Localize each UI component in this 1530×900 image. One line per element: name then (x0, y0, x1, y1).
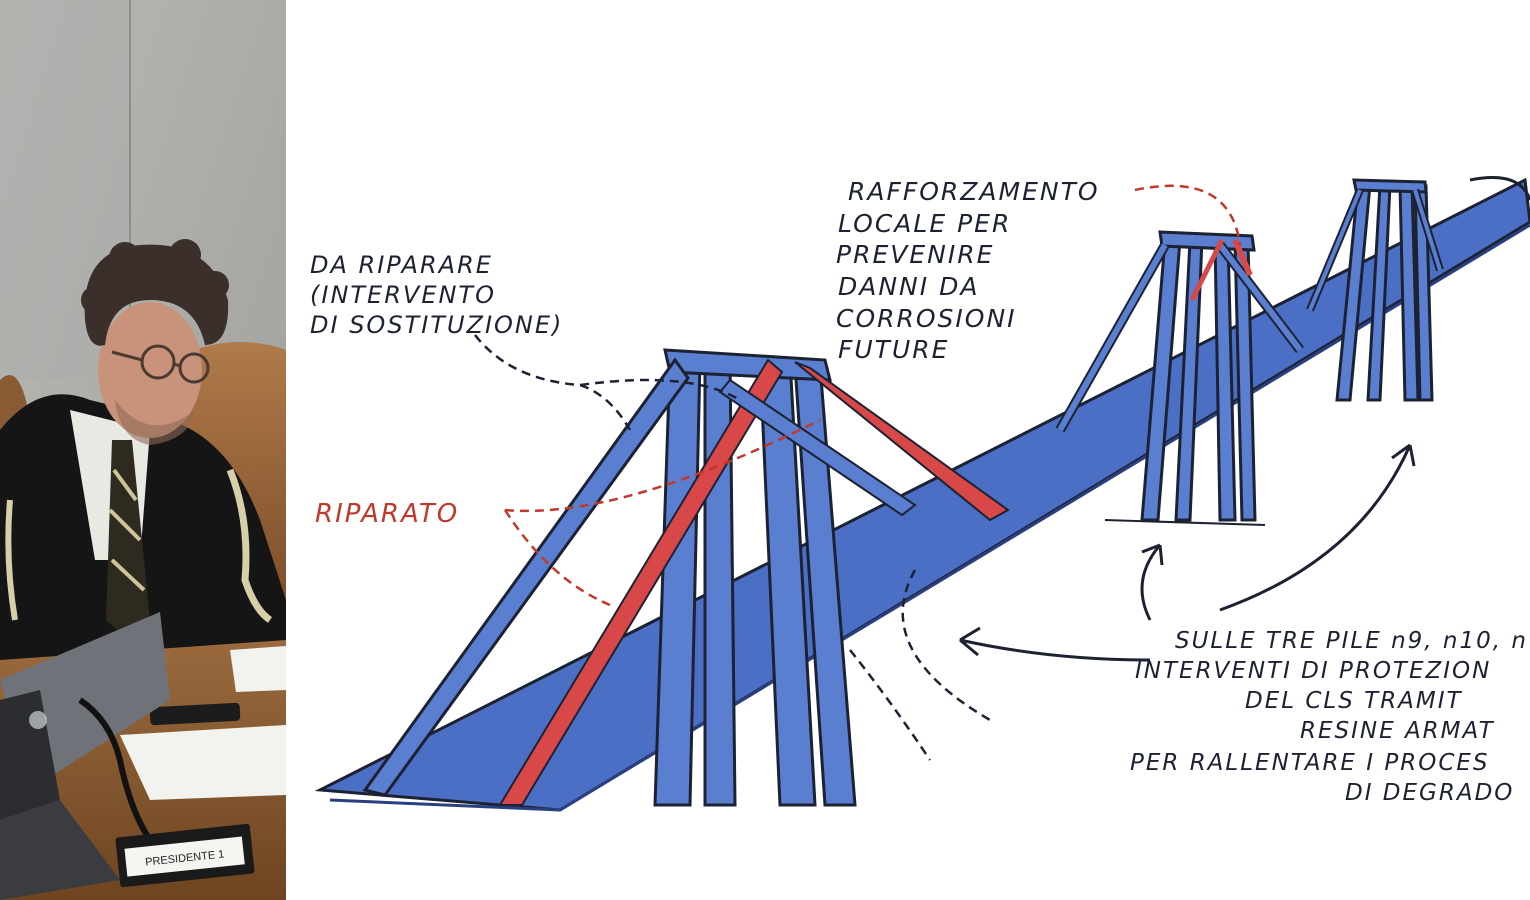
papers (120, 725, 286, 800)
label-reinforce-line-3: PREVENIRE (836, 240, 994, 269)
phone (149, 702, 241, 726)
tower-second (1140, 230, 1257, 522)
leader-lines (474, 184, 1242, 761)
microphone (78, 697, 153, 842)
label-piles-line-4: RESINE ARMAT (1300, 718, 1495, 744)
stay-left (362, 357, 690, 797)
label-piles-line-2: INTERVENTI DI PROTEZION (1135, 658, 1491, 684)
judge-face (98, 302, 202, 438)
bridge-sketch: DA RIPARARE (INTERVENTO DI SOSTITUZIONE)… (290, 0, 1530, 900)
stay-right-repaired (794, 361, 1010, 522)
label-reinforce-line-1: RAFFORZAMENTO (848, 177, 1100, 206)
stay-repaired (498, 358, 784, 806)
label-repair-line-3: DI SOSTITUZIONE) (310, 311, 563, 339)
laptop (0, 612, 170, 900)
label-repair: DA RIPARARE (INTERVENTO DI SOSTITUZIONE) (310, 251, 563, 339)
nameplate: PRESIDENTE 1 (115, 823, 255, 888)
label-piles-line-6: DI DEGRADO (1345, 780, 1514, 806)
label-piles: SULLE TRE PILE n9, n10, n INTERVENTI DI … (1130, 628, 1528, 806)
bridge-drawing: DA RIPARARE (INTERVENTO DI SOSTITUZIONE)… (310, 176, 1530, 812)
label-repaired: RIPARATO (315, 499, 459, 529)
tie (106, 440, 150, 640)
courtroom-photo: PRESIDENTE 1 (0, 0, 286, 900)
label-reinforce: RAFFORZAMENTO LOCALE PER PREVENIRE DANNI… (836, 177, 1100, 364)
label-piles-line-5: PER RALLENTARE I PROCES (1130, 750, 1490, 776)
label-repair-line-2: (INTERVENTO (310, 281, 496, 309)
label-reinforce-line-2: LOCALE PER (838, 209, 1011, 238)
glasses (111, 344, 210, 384)
tower-third (1335, 178, 1434, 402)
label-piles-line-3: DEL CLS TRAMIT (1245, 688, 1463, 714)
label-reinforce-line-6: FUTURE (838, 335, 949, 364)
label-reinforce-line-5: CORROSIONI (836, 304, 1017, 333)
photo-scene: PRESIDENTE 1 (0, 0, 286, 900)
label-reinforce-line-4: DANNI DA (838, 272, 979, 301)
judge-robe (0, 394, 286, 700)
arrows (959, 443, 1416, 662)
panel-divider (286, 0, 290, 900)
label-piles-line-1: SULLE TRE PILE n9, n10, n (1175, 628, 1528, 654)
label-repair-line-1: DA RIPARARE (310, 251, 493, 279)
